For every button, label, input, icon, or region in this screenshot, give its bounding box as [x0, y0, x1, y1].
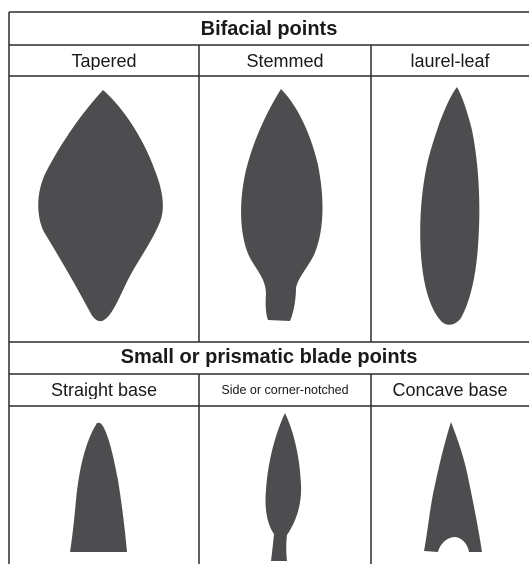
- concave-base-point-icon: [424, 422, 482, 552]
- type-label-laurel-leaf: laurel-leaf: [371, 52, 529, 70]
- stemmed-point-icon: [241, 89, 322, 321]
- section-title-bifacial: Bifacial points: [9, 19, 529, 39]
- section-title-small-prismatic: Small or prismatic blade points: [9, 347, 529, 367]
- straight-base-point-icon: [70, 423, 127, 552]
- tapered-point-icon: [38, 90, 163, 321]
- type-label-straight-base: Straight base: [9, 381, 199, 399]
- laurel-leaf-point-icon: [420, 87, 479, 325]
- type-label-concave-base: Concave base: [371, 381, 529, 399]
- type-label-stemmed: Stemmed: [199, 52, 371, 70]
- type-label-tapered: Tapered: [9, 52, 199, 70]
- side-or-corner-notched-point-icon: [265, 413, 301, 561]
- type-label-side-or-corner-notched: Side or corner-notched: [199, 384, 371, 397]
